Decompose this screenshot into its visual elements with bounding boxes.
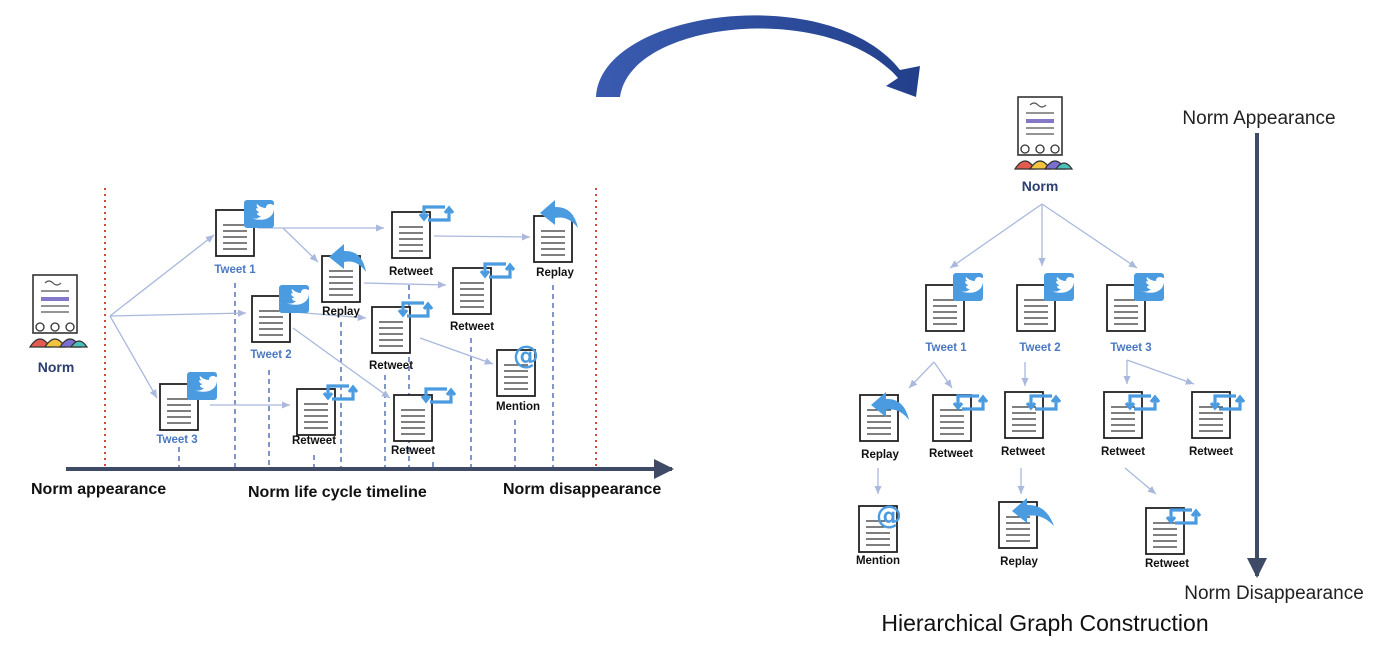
retweet-doc <box>1191 391 1231 439</box>
axis-top-label: Norm Appearance <box>1182 108 1335 129</box>
norm-label: Norm <box>38 359 75 375</box>
retweet-label: Retweet <box>1101 446 1145 458</box>
replay-label: Replay <box>1000 556 1038 568</box>
tweet2-label: Tweet 2 <box>250 349 291 361</box>
retweet-icon <box>952 394 989 411</box>
tweet3-label: Tweet 3 <box>156 434 197 446</box>
replay-label: Replay <box>861 449 899 461</box>
tweet1-label: Tweet 1 <box>925 342 967 354</box>
tweet2-doc <box>251 295 291 343</box>
norm-icon <box>1013 96 1074 170</box>
retweet-icon <box>397 301 434 318</box>
curved-transition-arrow <box>596 15 920 97</box>
retweet-icon <box>418 205 455 222</box>
axis-end-label: Norm disappearance <box>503 481 661 498</box>
retweet-doc <box>1103 391 1143 439</box>
at-sign-icon: @ <box>876 501 902 531</box>
retweet-label: Retweet <box>1189 446 1233 458</box>
reply-arrow-icon <box>540 200 578 228</box>
retweet-icon <box>1165 508 1202 525</box>
retweet-doc <box>932 394 972 442</box>
retweet-label: Retweet <box>292 435 336 447</box>
hierarchy-panel: Norm Tweet 1 <box>856 96 1364 636</box>
hierarchy-edges <box>874 203 1195 495</box>
replay-label: Replay <box>536 267 574 279</box>
retweet-icon <box>1025 394 1062 411</box>
timeline-panel: Norm Tweet 1 Tweet 2 <box>28 188 674 501</box>
reply-arrow-icon <box>329 244 366 272</box>
retweet-label: Retweet <box>369 360 413 372</box>
diagram-caption: Hierarchical Graph Construction <box>881 610 1208 636</box>
tweet2-label: Tweet 2 <box>1019 342 1060 354</box>
retweet-label: Retweet <box>450 321 494 333</box>
reply-arrow-icon <box>1012 498 1054 526</box>
tweet1-label: Tweet 1 <box>214 264 256 276</box>
twitter-bird-icon <box>279 285 311 313</box>
retweet-icon <box>1124 394 1161 411</box>
norm-icon <box>28 274 89 348</box>
retweet-label: Retweet <box>1145 558 1189 570</box>
mention-doc <box>858 505 898 553</box>
tweet3-label: Tweet 3 <box>1110 342 1151 354</box>
twitter-bird-icon <box>953 273 985 301</box>
retweet-doc <box>391 211 431 259</box>
twitter-bird-icon <box>187 372 219 400</box>
norm-label: Norm <box>1022 178 1059 194</box>
retweet-label: Retweet <box>929 448 973 460</box>
timeline-edges <box>109 224 531 409</box>
retweet-label: Retweet <box>391 445 435 457</box>
axis-bottom-label: Norm Disappearance <box>1184 583 1364 604</box>
retweet-label: Retweet <box>1001 446 1045 458</box>
axis-middle-label: Norm life cycle timeline <box>248 484 427 501</box>
retweet-icon <box>1209 394 1246 411</box>
twitter-bird-icon <box>1044 273 1076 301</box>
axis-start-label: Norm appearance <box>31 481 166 498</box>
mention-label: Mention <box>496 401 540 413</box>
replay-label: Replay <box>322 306 360 318</box>
at-sign-icon: @ <box>513 341 539 371</box>
retweet-doc <box>1145 507 1185 555</box>
retweet-icon <box>322 384 359 401</box>
twitter-bird-icon <box>1134 273 1166 301</box>
retweet-icon <box>479 262 516 279</box>
reply-arrow-icon <box>871 392 909 420</box>
twitter-bird-icon <box>244 200 276 228</box>
mention-doc <box>496 349 536 397</box>
mention-label: Mention <box>856 555 900 567</box>
retweet-doc <box>1004 391 1044 439</box>
retweet-label: Retweet <box>389 266 433 278</box>
retweet-icon <box>420 387 457 404</box>
